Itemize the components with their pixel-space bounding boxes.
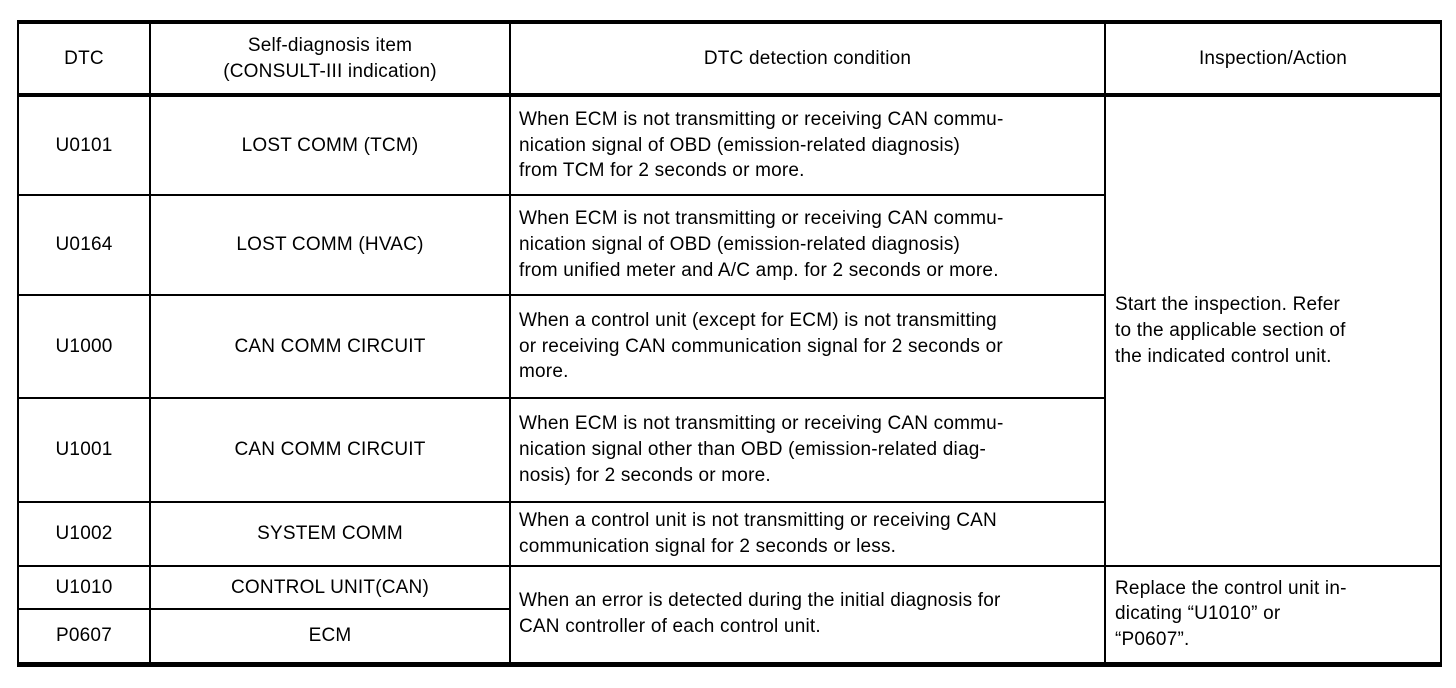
dtc-code-cell: P0607	[17, 608, 151, 665]
dtc-code-cell: U1002	[17, 501, 151, 567]
detection-condition-cell: When a control unit is not transmitting …	[509, 501, 1106, 567]
table-row-u0101: U0101 LOST COMM (TCM) When ECM is not tr…	[17, 94, 1442, 567]
dtc-code-cell: U1001	[17, 397, 151, 503]
dtc-table: DTC Self-diagnosis item (CONSULT-III ind…	[17, 20, 1442, 667]
header-self-diagnosis-item: Self-diagnosis item (CONSULT-III indicat…	[149, 21, 511, 97]
header-inspection-action: Inspection/Action	[1104, 21, 1442, 97]
self-diagnosis-item-cell: SYSTEM COMM	[149, 501, 511, 567]
dtc-code-cell: U0101	[17, 94, 151, 196]
table-row-u1010: U1010 CONTROL UNIT(CAN) When an error is…	[17, 565, 1442, 665]
self-diagnosis-item-cell: LOST COMM (TCM)	[149, 94, 511, 196]
detection-condition-cell-merged: When an error is detected during the ini…	[509, 565, 1106, 665]
self-diagnosis-item-cell: CAN COMM CIRCUIT	[149, 294, 511, 399]
self-diagnosis-item-cell: LOST COMM (HVAC)	[149, 194, 511, 296]
detection-condition-cell: When a control unit (except for ECM) is …	[509, 294, 1106, 399]
detection-condition-cell: When ECM is not transmitting or receivin…	[509, 194, 1106, 296]
self-diagnosis-item-cell: ECM	[149, 608, 511, 665]
dtc-code-cell: U0164	[17, 194, 151, 296]
table-row-u1001: U1001 CAN COMM CIRCUIT When ECM is not t…	[17, 397, 1441, 503]
table-row-u1000: U1000 CAN COMM CIRCUIT When a control un…	[17, 294, 1441, 399]
table-row-p0607: P0607 ECM	[17, 608, 1441, 665]
header-row: DTC Self-diagnosis item (CONSULT-III ind…	[17, 21, 1442, 97]
header-dtc: DTC	[17, 21, 151, 97]
inspection-action-cell-merged: Replace the control unit in- dicating “U…	[1104, 565, 1442, 665]
header-dtc-detection-condition: DTC detection condition	[509, 21, 1106, 97]
detection-condition-cell: When ECM is not transmitting or receivin…	[509, 397, 1106, 503]
self-diagnosis-item-cell: CAN COMM CIRCUIT	[149, 397, 511, 503]
dtc-code-cell: U1000	[17, 294, 151, 399]
dtc-code-cell: U1010	[17, 565, 151, 610]
detection-condition-cell: When ECM is not transmitting or receivin…	[509, 94, 1106, 196]
table-row-u1002: U1002 SYSTEM COMM When a control unit is…	[17, 501, 1441, 567]
self-diagnosis-item-cell: CONTROL UNIT(CAN)	[149, 565, 511, 610]
inspection-action-cell-merged: Start the inspection. Refer to the appli…	[1104, 94, 1442, 567]
table-row-u0164: U0164 LOST COMM (HVAC) When ECM is not t…	[17, 194, 1441, 296]
